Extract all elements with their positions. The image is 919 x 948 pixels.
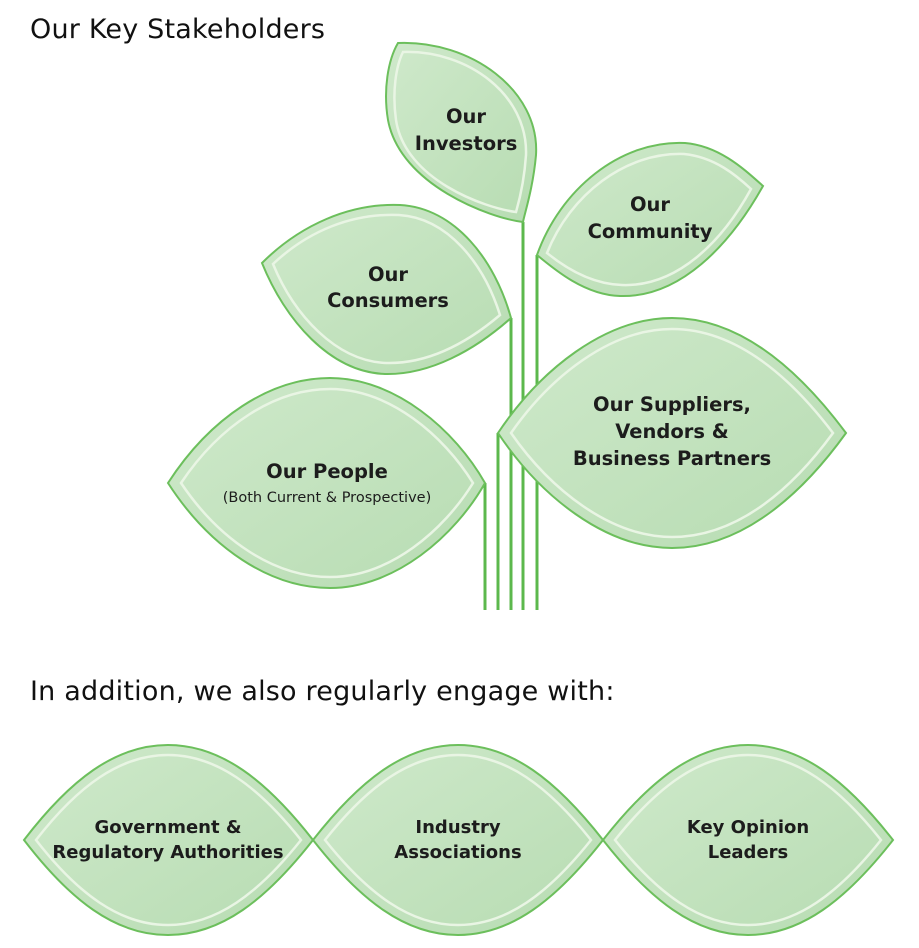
community-label-line2: Community [588,220,713,243]
government-label-line1: Government & [94,817,241,838]
community-label-line1: Our [630,193,670,216]
government-label-line2: Regulatory Authorities [52,842,283,863]
leaf-community: Our Community [535,141,765,298]
leaf-government: Government & Regulatory Authorities [22,743,315,937]
industry-label-line2: Associations [394,842,521,863]
suppliers-label-line2: Vendors & [615,420,729,443]
consumers-label-line2: Consumers [327,289,449,312]
people-note: (Both Current & Prospective) [223,490,431,506]
leaf-people: Our People (Both Current & Prospective) [166,376,487,590]
section-subheading: In addition, we also regularly engage wi… [30,676,615,707]
opinion-leaders-label-line2: Leaders [708,842,789,863]
suppliers-label-line3: Business Partners [573,447,771,470]
page-title: Our Key Stakeholders [30,14,326,45]
people-label: Our People [266,460,388,483]
investors-label-line2: Investors [415,132,518,155]
suppliers-label-line1: Our Suppliers, [593,393,751,416]
industry-label-line1: Industry [415,817,500,838]
leaf-investors: Our Investors [385,41,538,224]
opinion-leaders-label-line1: Key Opinion [687,817,809,838]
leaf-opinion-leaders: Key Opinion Leaders [601,743,895,937]
leaf-suppliers: Our Suppliers, Vendors & Business Partne… [496,316,848,550]
leaf-consumers: Our Consumers [260,203,513,376]
investors-label-line1: Our [446,105,486,128]
leaf-industry: Industry Associations [311,743,605,937]
consumers-label-line1: Our [368,263,408,286]
